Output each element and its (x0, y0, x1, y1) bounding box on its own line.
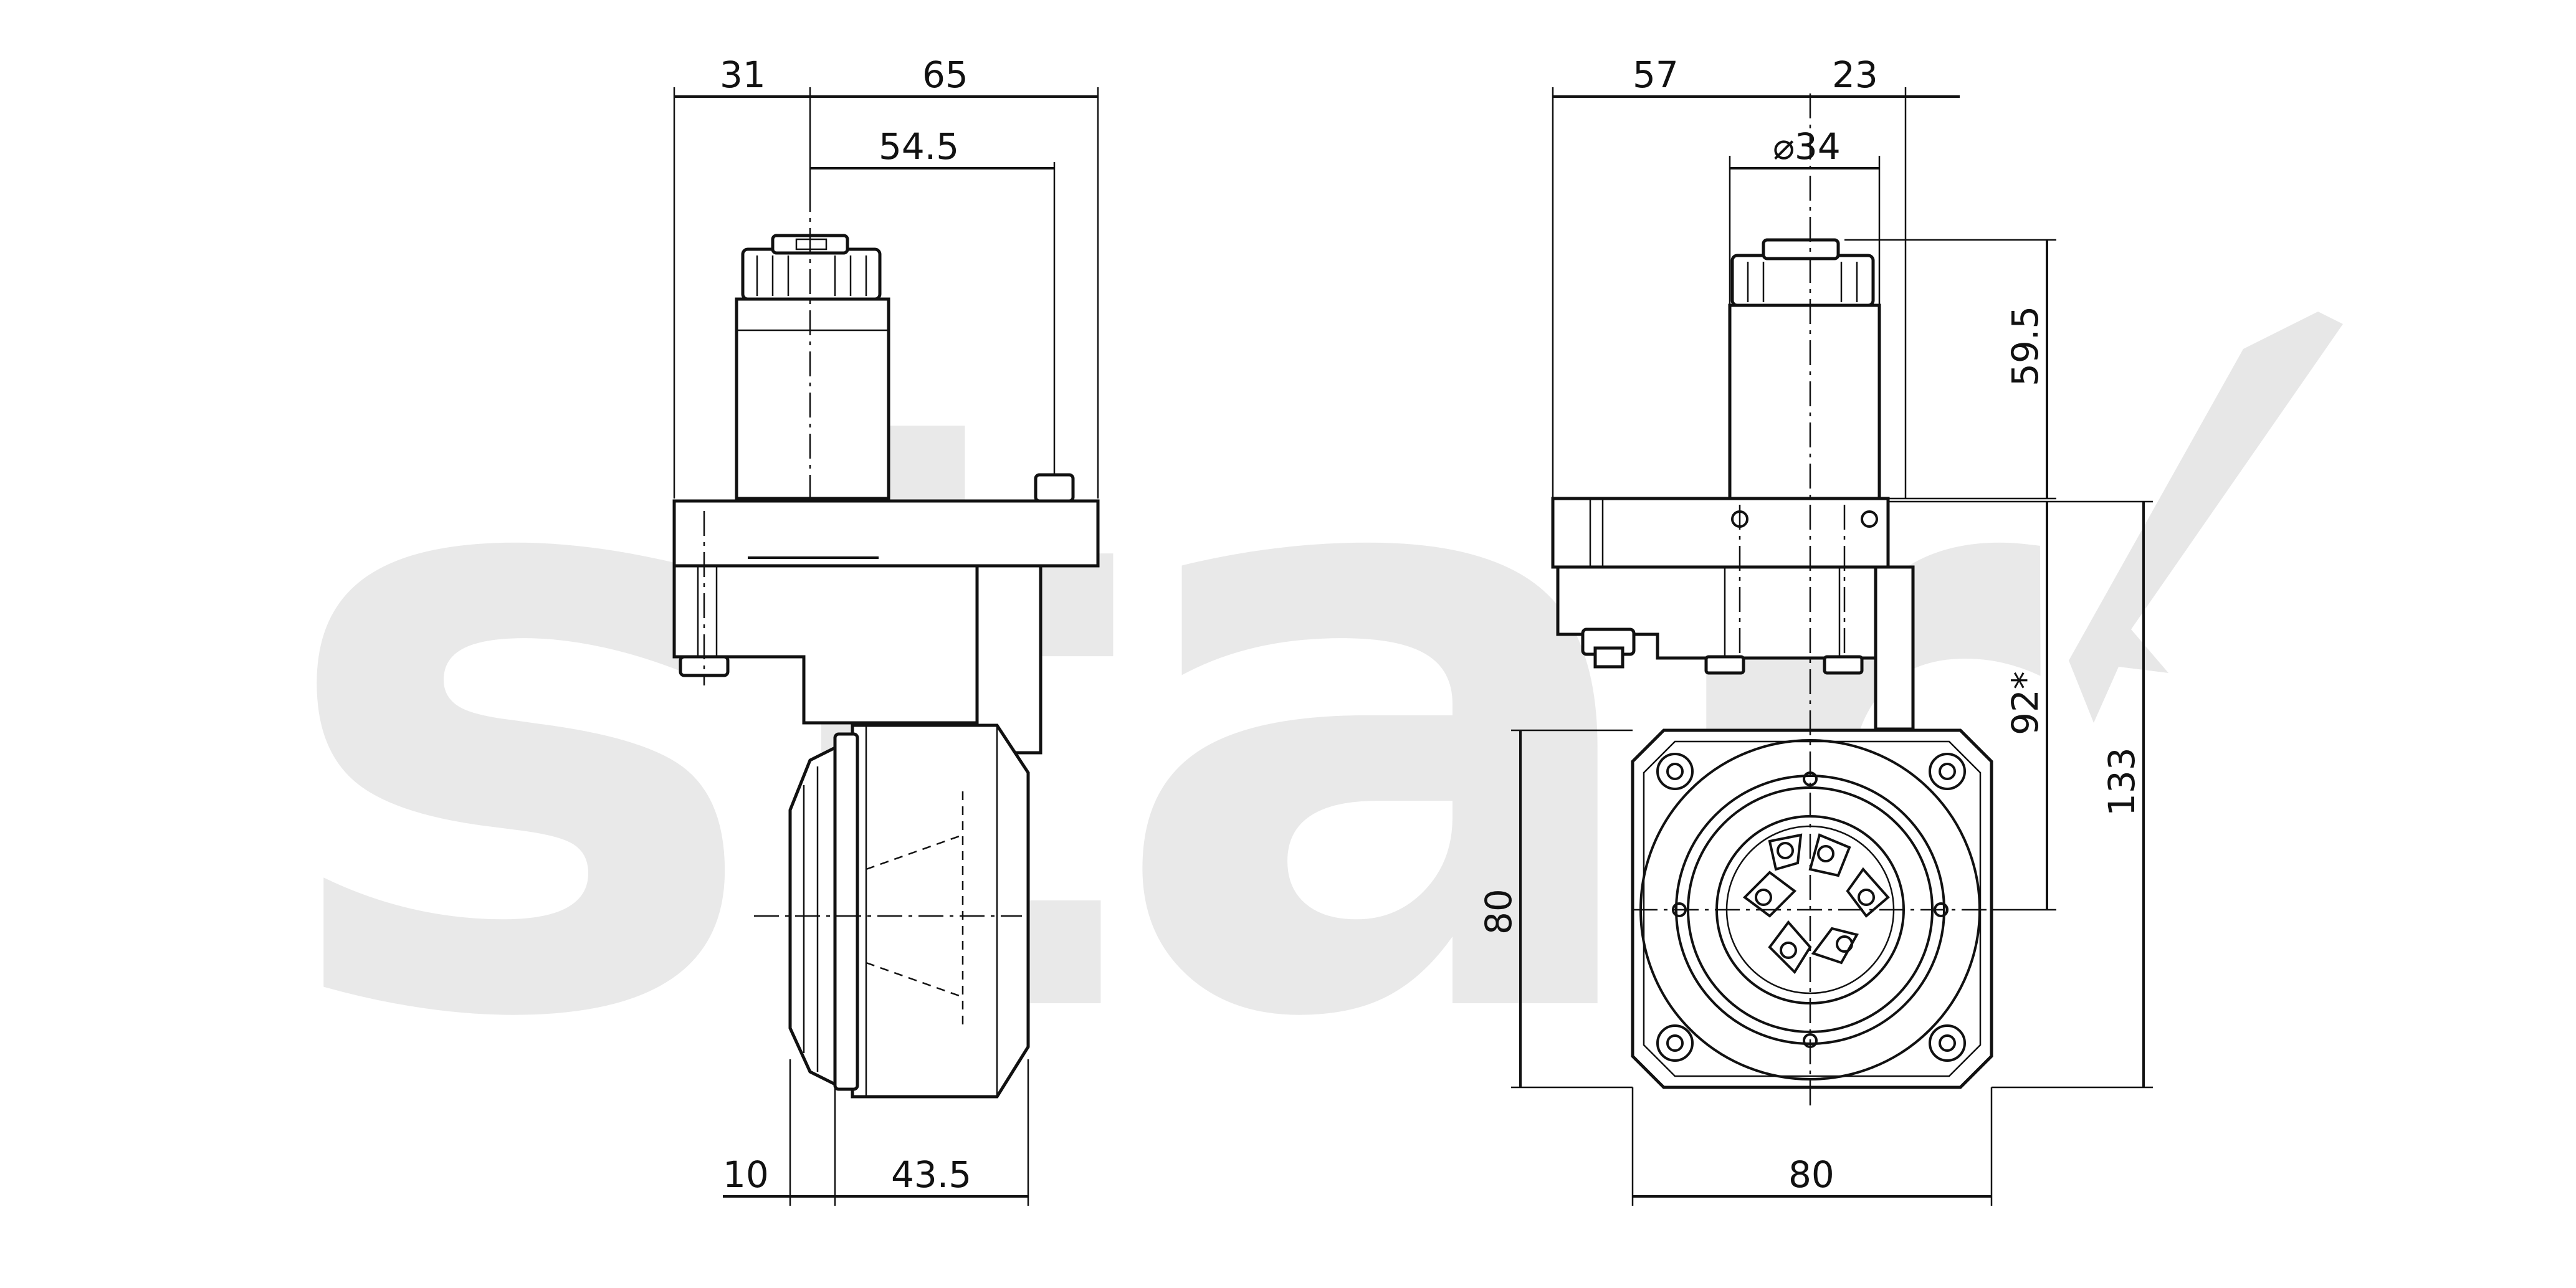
dim-54-5: 54.5 (879, 125, 959, 168)
square-flange (1631, 728, 1993, 1089)
dim-23: 23 (1832, 54, 1878, 96)
mounting-plate (672, 499, 1100, 568)
dim-57: 57 (1633, 54, 1679, 96)
cutting-inserts (1742, 833, 1890, 975)
dim-43-5: 43.5 (891, 1153, 971, 1196)
dim-10: 10 (723, 1153, 769, 1196)
dim-31: 31 (720, 54, 766, 96)
dim-59-5: 59.5 (2004, 306, 2046, 386)
front-view: 57 23 ⌀34 59.5 92* 133 80 80 (1477, 54, 2153, 1206)
dim-80-vertical: 80 (1477, 889, 1520, 935)
dim-133: 133 (2101, 747, 2143, 816)
dim-65: 65 (922, 54, 968, 96)
motor-body (735, 297, 890, 500)
side-view: 31 65 54.5 10 43.5 (672, 54, 1100, 1206)
watermark-star-icon (2069, 312, 2343, 723)
dim-80-horizontal: 80 (1788, 1153, 1834, 1196)
dim-diameter-34: ⌀34 (1773, 125, 1841, 168)
dim-92: 92* (2004, 671, 2046, 735)
knurled-cap (741, 247, 882, 301)
gear-housing (851, 723, 1030, 1099)
